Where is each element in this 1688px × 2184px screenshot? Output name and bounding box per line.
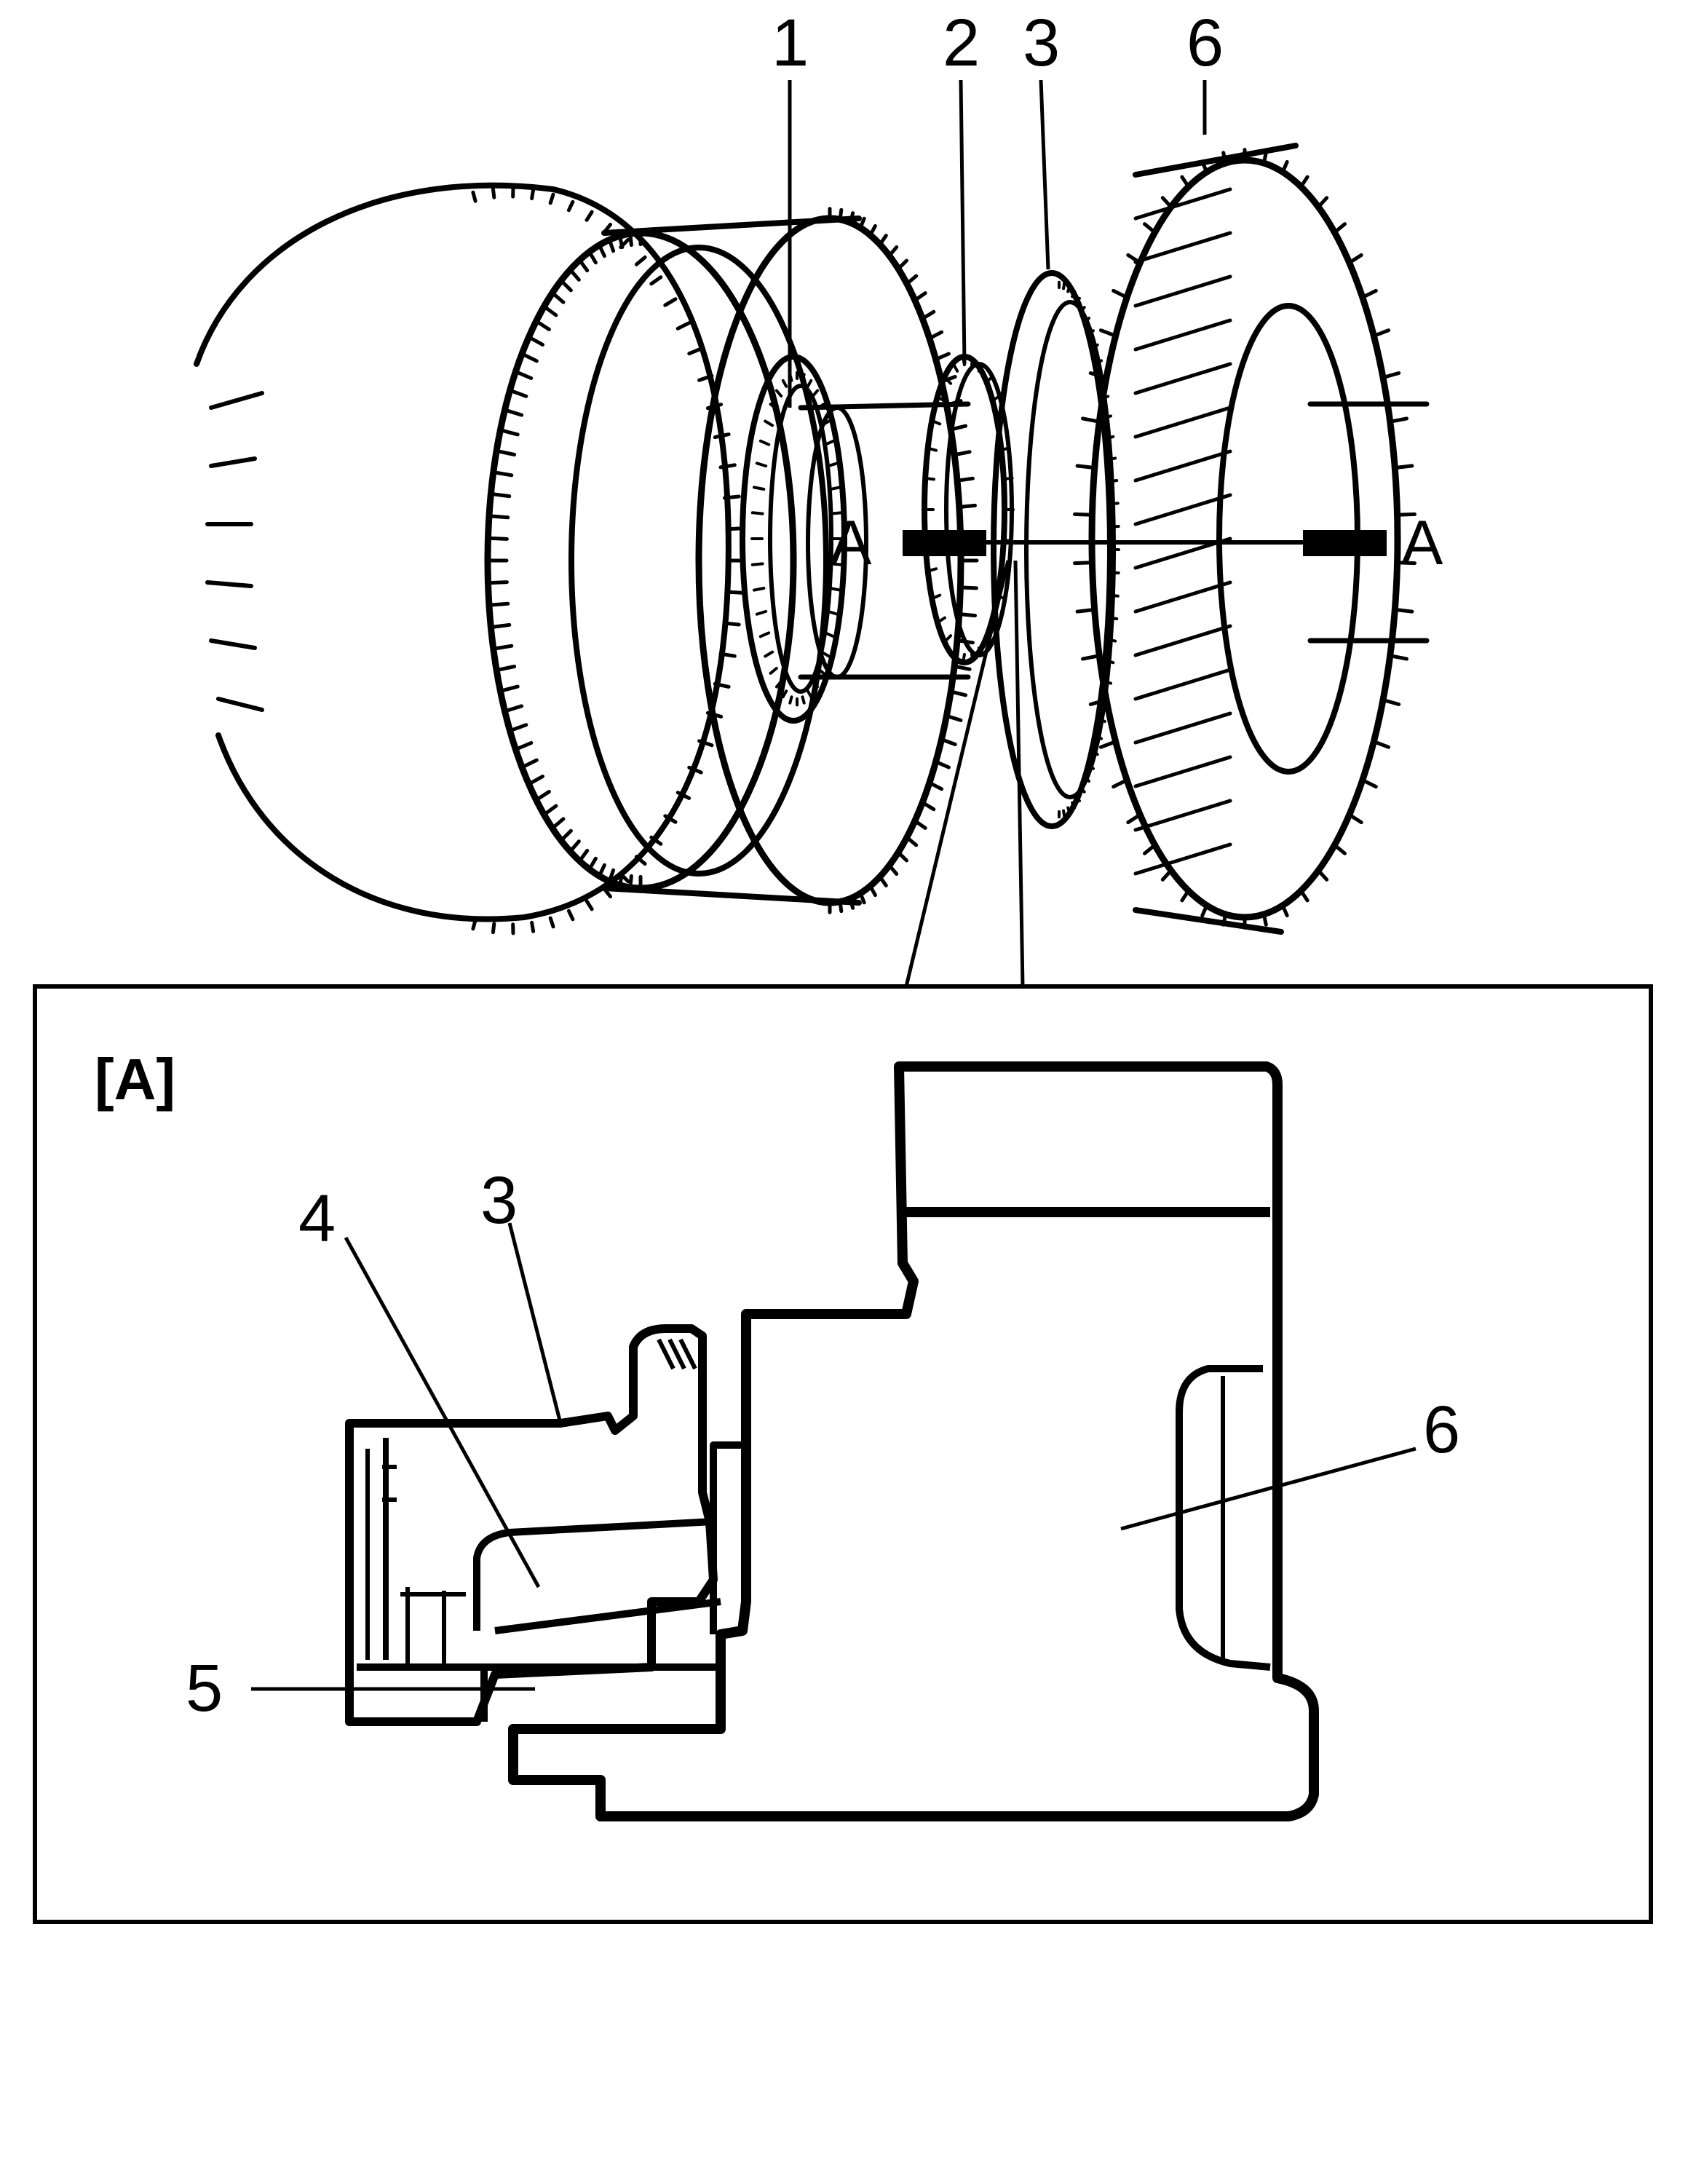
needle-bearing-1 xyxy=(740,354,847,724)
gear-6-section xyxy=(508,1061,1319,1821)
gear-6 xyxy=(1073,143,1416,935)
shaft-left xyxy=(798,401,971,680)
callout-3-top: 3 xyxy=(1023,6,1060,80)
detail-leader-lines xyxy=(904,560,1025,987)
thrust-washer-3 xyxy=(991,270,1120,829)
detail-callout-lines xyxy=(251,1222,1416,1691)
callout-4: 4 xyxy=(298,1182,336,1256)
detail-title: [A] xyxy=(95,1047,175,1112)
top-callout-lines xyxy=(788,79,1207,408)
ring-3-section xyxy=(345,1324,718,1726)
callout-5: 5 xyxy=(186,1651,223,1725)
section-line-a-a xyxy=(903,530,1387,556)
gear-6-recess xyxy=(1176,1365,1271,1671)
callout-2: 2 xyxy=(943,6,980,80)
shaft-right xyxy=(1307,401,1430,644)
left-gear xyxy=(194,182,745,935)
callout-6-top: 6 xyxy=(1186,6,1224,80)
detail-frame xyxy=(33,984,1653,1924)
callout-6-detail: 6 xyxy=(1423,1393,1460,1467)
gear-assembly-illustration xyxy=(194,143,1430,935)
cross-section-drawing xyxy=(345,1061,1319,1821)
key-5-section xyxy=(357,1663,724,1729)
section-marker-left: A xyxy=(830,508,872,578)
synchro-hub-gear xyxy=(484,207,979,914)
section-marker-right: A xyxy=(1401,508,1443,578)
callout-3-detail: 3 xyxy=(480,1163,518,1238)
callout-1: 1 xyxy=(772,6,809,80)
